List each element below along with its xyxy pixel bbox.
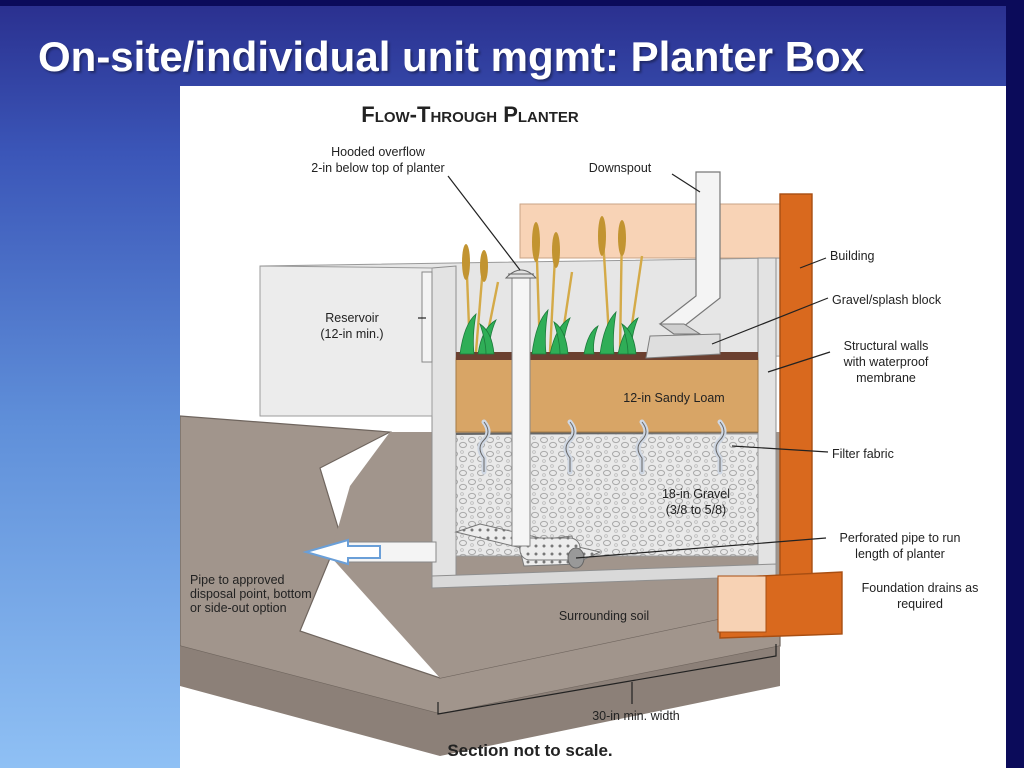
diagram-title: Flow-Through Planter [361, 102, 579, 127]
label-gravel-splash-block: Gravel/splash block [832, 293, 942, 307]
label-reservoir: Reservoir [325, 311, 379, 325]
label-structural-walls-sub: with waterproof [843, 355, 929, 369]
label-hooded-overflow: Hooded overflow [331, 145, 426, 159]
label-building: Building [830, 249, 875, 263]
sandy-loam-layer [455, 357, 759, 433]
surrounding-soil-front [180, 646, 780, 756]
planter-right-wall [757, 257, 777, 573]
building-column [779, 193, 813, 615]
width-dimension [437, 644, 777, 715]
gravel-splash-block [645, 333, 721, 359]
label-gravel-sub: (3/8 to 5/8) [666, 503, 726, 517]
label-reservoir-sub: (12-in min.) [320, 327, 383, 341]
reservoir-bracket [421, 271, 433, 363]
infiltration-arrow-outlines [479, 421, 725, 472]
label-structural-walls: Structural walls [844, 339, 929, 353]
green-foliage [459, 308, 639, 355]
label-perforated-pipe-sub: length of planter [855, 547, 945, 561]
slide-title: On-site/individual unit mgmt: Planter Bo… [38, 33, 865, 80]
label-foundation-drains-sub: required [897, 597, 943, 611]
label-gravel: 18-in Gravel [662, 487, 730, 501]
outlet-flow-arrow [302, 538, 381, 566]
leader-lines [418, 173, 831, 559]
planter-diagram: Flow-Through Planter [180, 102, 978, 760]
label-surrounding-soil: Surrounding soil [559, 609, 649, 623]
label-pipe-disposal-sub: disposal point, bottom [190, 587, 312, 601]
label-pipe-disposal: Pipe to approved [190, 573, 285, 587]
label-perforated-pipe: Perforated pipe to run [840, 531, 961, 545]
top-border [0, 0, 1024, 6]
right-border [1006, 0, 1024, 768]
planter-left-wall [431, 265, 457, 587]
label-downspout: Downspout [589, 161, 652, 175]
label-pipe-disposal-sub2: or side-out option [190, 601, 287, 615]
label-structural-walls-sub2: membrane [856, 371, 916, 385]
plants [459, 216, 644, 355]
diagram-labels: Hooded overflow 2-in below top of plante… [190, 145, 978, 723]
diagram-note: Section not to scale. [447, 741, 612, 760]
label-hooded-overflow-sub: 2-in below top of planter [311, 161, 444, 175]
foundation-drain [717, 575, 767, 633]
label-foundation-drains: Foundation drains as [862, 581, 979, 595]
loam-top-surface [456, 352, 758, 360]
label-width: 30-in min. width [592, 709, 680, 723]
overflow-standpipe [511, 277, 531, 547]
reservoir-panel [259, 265, 433, 417]
grass-seedheads [462, 216, 626, 282]
label-filter-fabric: Filter fabric [832, 447, 894, 461]
downspout-outlet [658, 323, 702, 335]
label-sandy-loam: 12-in Sandy Loam [623, 391, 724, 405]
planter-diagram-figure: Flow-Through Planter [180, 86, 1006, 768]
